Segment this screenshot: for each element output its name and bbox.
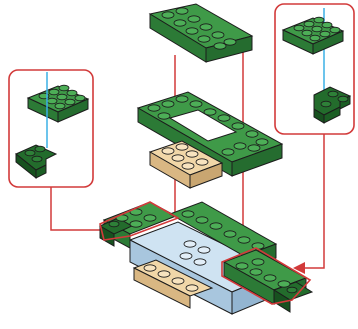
tan-plate bbox=[148, 140, 224, 189]
callout-corner-plate bbox=[15, 144, 58, 180]
left-callout-frame bbox=[8, 69, 94, 188]
right-callout bbox=[274, 3, 355, 135]
base-assembly bbox=[98, 201, 314, 315]
right-guide-arrow bbox=[293, 134, 325, 274]
top-plate bbox=[148, 3, 254, 63]
left-guide-arrow bbox=[50, 187, 123, 236]
callout-plate-2x3 bbox=[26, 84, 90, 123]
left-callout bbox=[8, 69, 94, 188]
placement-highlight bbox=[221, 247, 312, 305]
callout-corner-plate bbox=[313, 86, 352, 124]
callout-plate-2x3 bbox=[281, 16, 345, 55]
placement-highlight bbox=[99, 201, 180, 241]
